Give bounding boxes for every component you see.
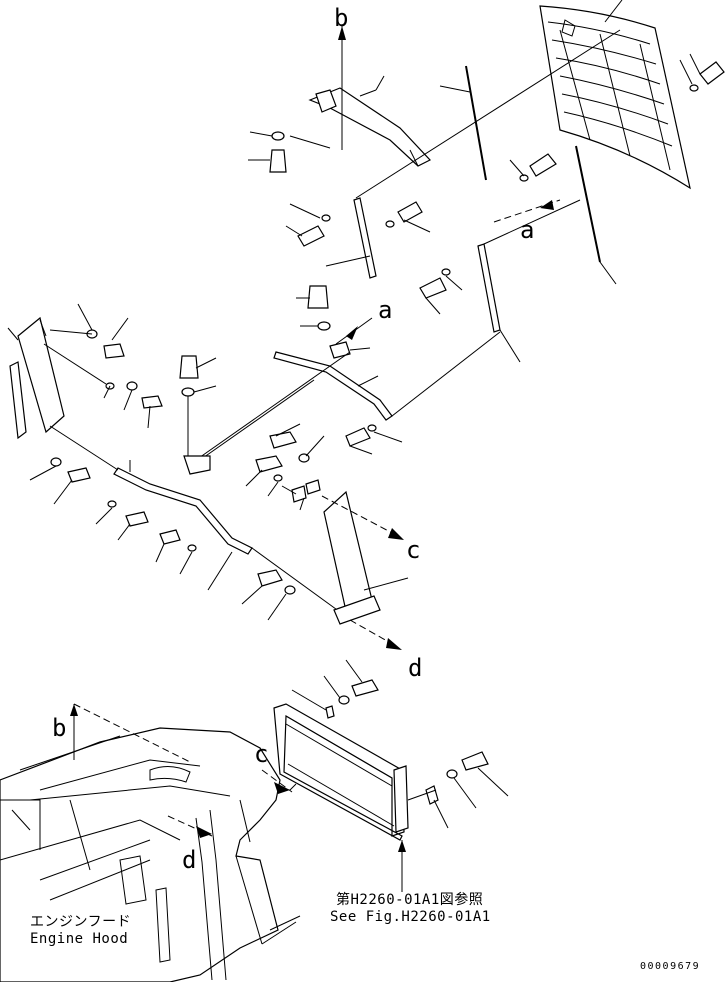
bolts-right-mid: [419, 153, 557, 315]
arrow-c-bottom: [261, 769, 297, 794]
right-side-panel: [281, 479, 409, 625]
arrow-d-right: [349, 619, 402, 650]
label-b-top: b: [334, 4, 349, 32]
arrow-a-right: [493, 199, 561, 223]
arrow-a-center: [329, 317, 373, 359]
bolt-center: [296, 285, 331, 331]
grille: [539, 0, 691, 190]
front-bar: [273, 331, 501, 421]
bolts-mid-left: [285, 201, 431, 247]
engine-hood-label-jp: エンジンフード: [30, 914, 132, 930]
lower-frame: [49, 425, 341, 613]
reference-arrow: [398, 840, 406, 892]
label-b-bottom: b: [52, 714, 67, 742]
frame-panel: [273, 703, 409, 841]
arrow-b-bottom: [70, 703, 191, 763]
reference-label-en: See Fig.H2260-01A1: [330, 909, 491, 925]
strap-right: [477, 199, 581, 363]
engine-hood-label-en: Engine Hood: [30, 931, 129, 947]
label-d-bottom: d: [182, 846, 197, 874]
strap-left: [325, 29, 621, 279]
bolt-center-left: [179, 355, 217, 475]
left-side-panel: [7, 316, 65, 440]
arrow-b-top: [338, 26, 346, 150]
bolts-left: [43, 303, 163, 429]
bolts-lower-left: [29, 457, 233, 591]
engine-hood: [0, 727, 301, 982]
bolts-center-lower: [245, 423, 403, 497]
rod-upper: [439, 65, 487, 181]
label-d-right: d: [408, 654, 423, 682]
label-a-center: a: [378, 296, 393, 324]
reference-label-jp: 第H2260-01A1図参照: [336, 892, 484, 908]
bolts-frame-right: [407, 751, 509, 829]
label-a-right: a: [520, 216, 535, 244]
bolt-left-bracket: [248, 131, 331, 173]
upper-bracket: [308, 75, 431, 167]
drawing-code: 00009679: [640, 961, 701, 972]
bolts-frame-upper: [291, 659, 379, 719]
arrow-c-right: [321, 495, 404, 540]
arrow-d-bottom: [167, 815, 213, 838]
bolt-top-right: [679, 53, 725, 92]
label-c-right: c: [406, 536, 421, 564]
label-c-bottom: c: [254, 740, 269, 768]
bolts-bottom-side: [241, 569, 296, 621]
rod-right: [575, 145, 617, 285]
